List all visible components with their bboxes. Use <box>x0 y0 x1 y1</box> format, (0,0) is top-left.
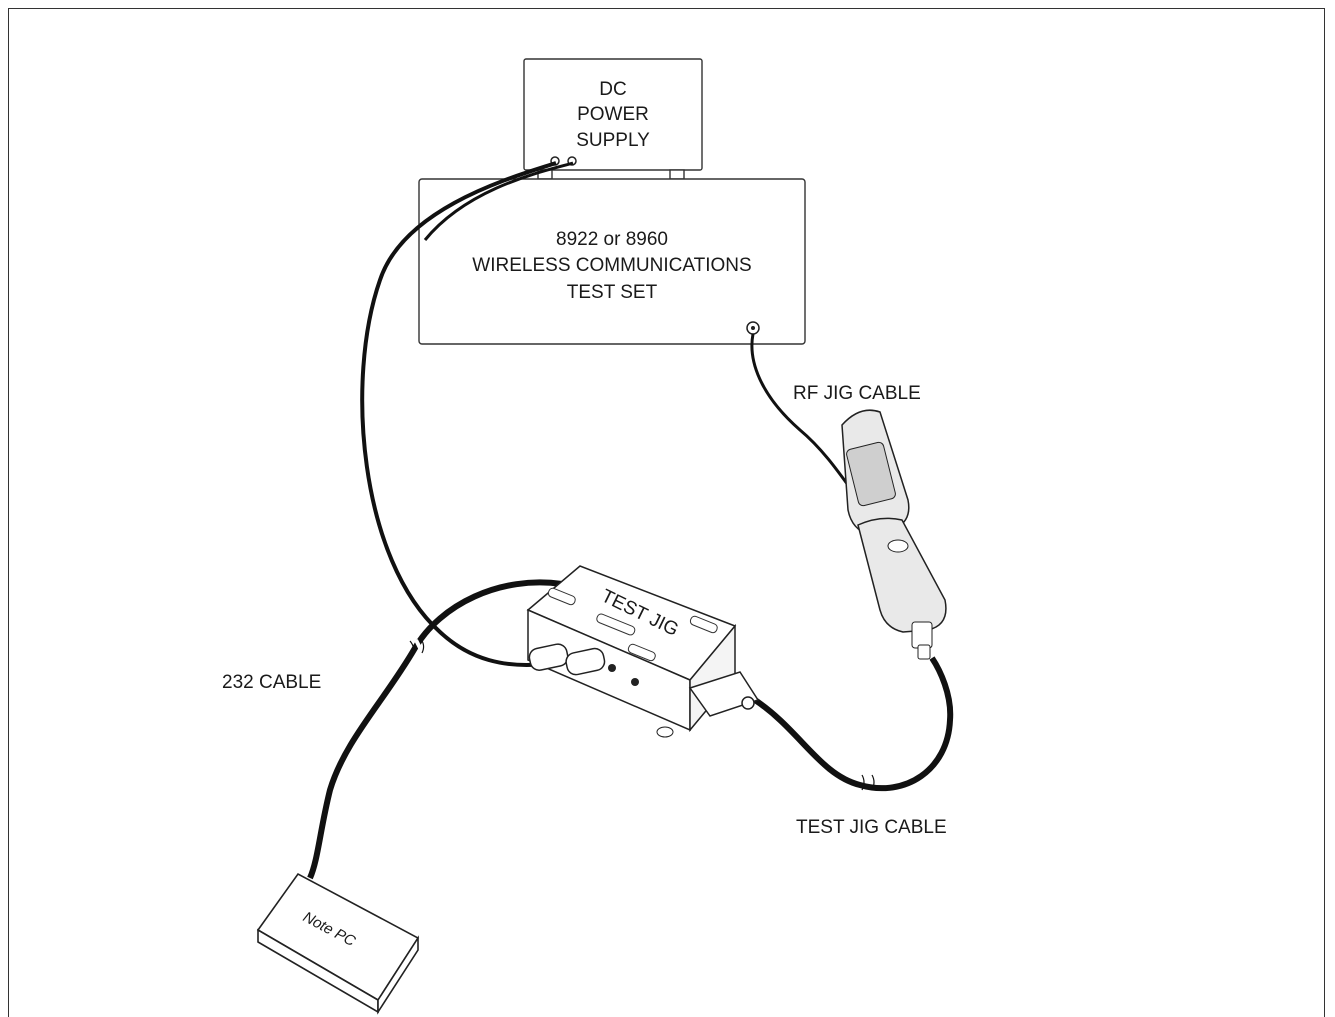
test-set-label-1: 8922 or 8960 <box>556 229 668 250</box>
note-pc: Note PC <box>256 872 420 1015</box>
rf-jig-cable-label: RF JIG CABLE <box>793 383 921 404</box>
test-jig-cable-label: TEST JIG CABLE <box>796 817 947 838</box>
power-cable <box>360 161 557 667</box>
mobile-phone <box>841 409 947 660</box>
diagram-frame <box>8 8 1325 1017</box>
cable-232-label: 232 CABLE <box>222 672 321 693</box>
cable-232 <box>307 579 563 880</box>
dc-power-supply: DC POWER SUPPLY <box>523 58 703 180</box>
power-supply-label-1: DC <box>599 79 626 100</box>
test-set-label-2: WIRELESS COMMUNICATIONS <box>472 255 751 276</box>
test-set: 8922 or 8960 WIRELESS COMMUNICATIONS TES… <box>418 178 806 345</box>
test-set-label-3: TEST SET <box>567 282 658 303</box>
test-jig: TEST JIG <box>526 565 760 738</box>
test-jig-cable <box>753 656 954 792</box>
power-supply-label-3: SUPPLY <box>576 130 650 151</box>
power-supply-label-2: POWER <box>577 104 649 125</box>
power-cable-2 <box>423 161 574 241</box>
